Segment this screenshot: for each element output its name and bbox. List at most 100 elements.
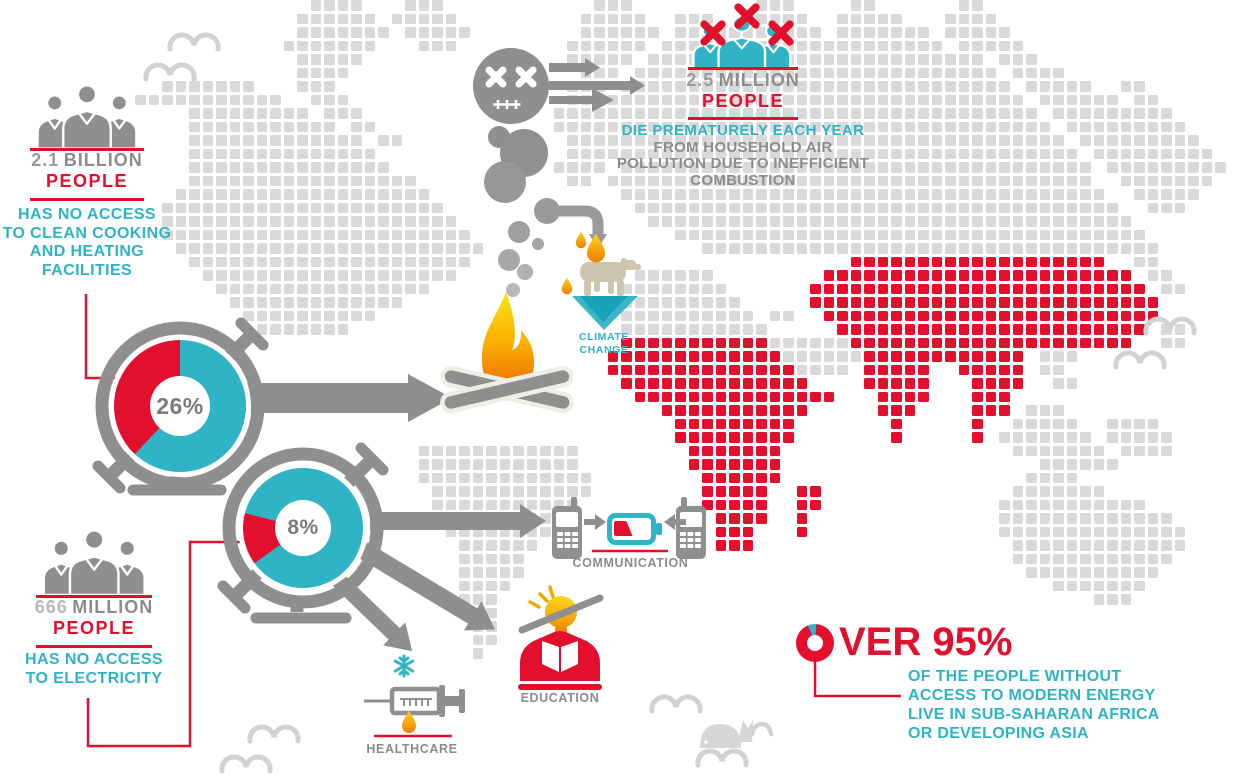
map-cell <box>1039 337 1050 348</box>
map-cell <box>418 40 429 51</box>
map-cell <box>283 310 294 321</box>
map-cell <box>904 135 915 146</box>
map-cell <box>1053 297 1064 308</box>
map-cell <box>972 148 983 159</box>
map-cell <box>567 108 578 119</box>
map-cell <box>904 283 915 294</box>
map-cell <box>796 202 807 213</box>
map-cell <box>945 108 956 119</box>
map-cell <box>850 310 861 321</box>
map-cell <box>1161 108 1172 119</box>
map-cell <box>1107 108 1118 119</box>
map-cell <box>1161 445 1172 456</box>
over95-text: VER 95% <box>839 620 1013 664</box>
map-cell <box>459 229 470 240</box>
map-cell <box>702 121 713 132</box>
map-cell <box>1120 310 1131 321</box>
map-cell <box>823 351 834 362</box>
map-cell <box>823 189 834 200</box>
map-cell <box>877 121 888 132</box>
map-cell <box>877 81 888 92</box>
map-cell <box>297 243 308 254</box>
map-cell <box>202 94 213 105</box>
map-cell <box>1080 324 1091 335</box>
people-group-icon-electricity <box>42 529 146 597</box>
map-cell <box>337 13 348 24</box>
map-cell <box>1093 310 1104 321</box>
map-cell <box>243 202 254 213</box>
map-cell <box>958 40 969 51</box>
map-cell <box>270 175 281 186</box>
map-cell <box>702 499 713 510</box>
map-cell <box>351 297 362 308</box>
map-cell <box>756 229 767 240</box>
map-cell <box>1161 202 1172 213</box>
wave-icon <box>652 697 700 711</box>
map-cell <box>985 229 996 240</box>
map-cell <box>1188 175 1199 186</box>
map-cell <box>729 27 740 38</box>
map-cell <box>1093 567 1104 578</box>
map-cell <box>729 135 740 146</box>
map-cell <box>1147 297 1158 308</box>
map-cell <box>931 162 942 173</box>
map-cell <box>189 243 200 254</box>
map-cell <box>1080 202 1091 213</box>
map-cell <box>918 81 929 92</box>
map-cell <box>256 162 267 173</box>
wave-icon <box>752 724 771 734</box>
map-cell <box>783 432 794 443</box>
map-cell <box>999 216 1010 227</box>
map-cell <box>1080 499 1091 510</box>
map-cell <box>1066 526 1077 537</box>
map-cell <box>364 13 375 24</box>
map-cell <box>837 337 848 348</box>
connector-electricity <box>86 540 241 748</box>
map-cell <box>580 486 591 497</box>
map-cell <box>715 108 726 119</box>
map-cell <box>1134 418 1145 429</box>
map-cell <box>1174 135 1185 146</box>
map-cell <box>337 0 348 11</box>
map-cell <box>310 256 321 267</box>
map-cell <box>918 27 929 38</box>
map-cell <box>769 445 780 456</box>
wave-icon <box>698 751 746 765</box>
map-cell <box>715 459 726 470</box>
map-cell <box>540 486 551 497</box>
map-cell <box>850 67 861 78</box>
map-cell <box>904 175 915 186</box>
map-cell <box>364 256 375 267</box>
map-cell <box>175 81 186 92</box>
phone-icon <box>676 497 706 559</box>
map-cell <box>702 310 713 321</box>
map-cell <box>864 337 875 348</box>
map-cell <box>702 229 713 240</box>
map-cell <box>958 324 969 335</box>
map-cell <box>1053 567 1064 578</box>
map-cell <box>783 189 794 200</box>
map-cell <box>459 553 470 564</box>
map-cell <box>1080 229 1091 240</box>
map-cell <box>1026 297 1037 308</box>
map-cell <box>189 175 200 186</box>
map-cell <box>486 445 497 456</box>
map-cell <box>877 297 888 308</box>
map-cell <box>270 94 281 105</box>
map-cell <box>1053 418 1064 429</box>
map-cell <box>891 432 902 443</box>
map-cell <box>1093 324 1104 335</box>
map-cell <box>958 162 969 173</box>
map-cell <box>729 189 740 200</box>
map-cell <box>634 121 645 132</box>
map-cell <box>675 148 686 159</box>
map-cell <box>742 486 753 497</box>
map-cell <box>540 499 551 510</box>
map-cell <box>364 175 375 186</box>
map-cell <box>742 216 753 227</box>
map-cell <box>972 229 983 240</box>
map-cell <box>1053 94 1064 105</box>
map-cell <box>661 40 672 51</box>
map-cell <box>810 54 821 65</box>
map-cell <box>364 283 375 294</box>
